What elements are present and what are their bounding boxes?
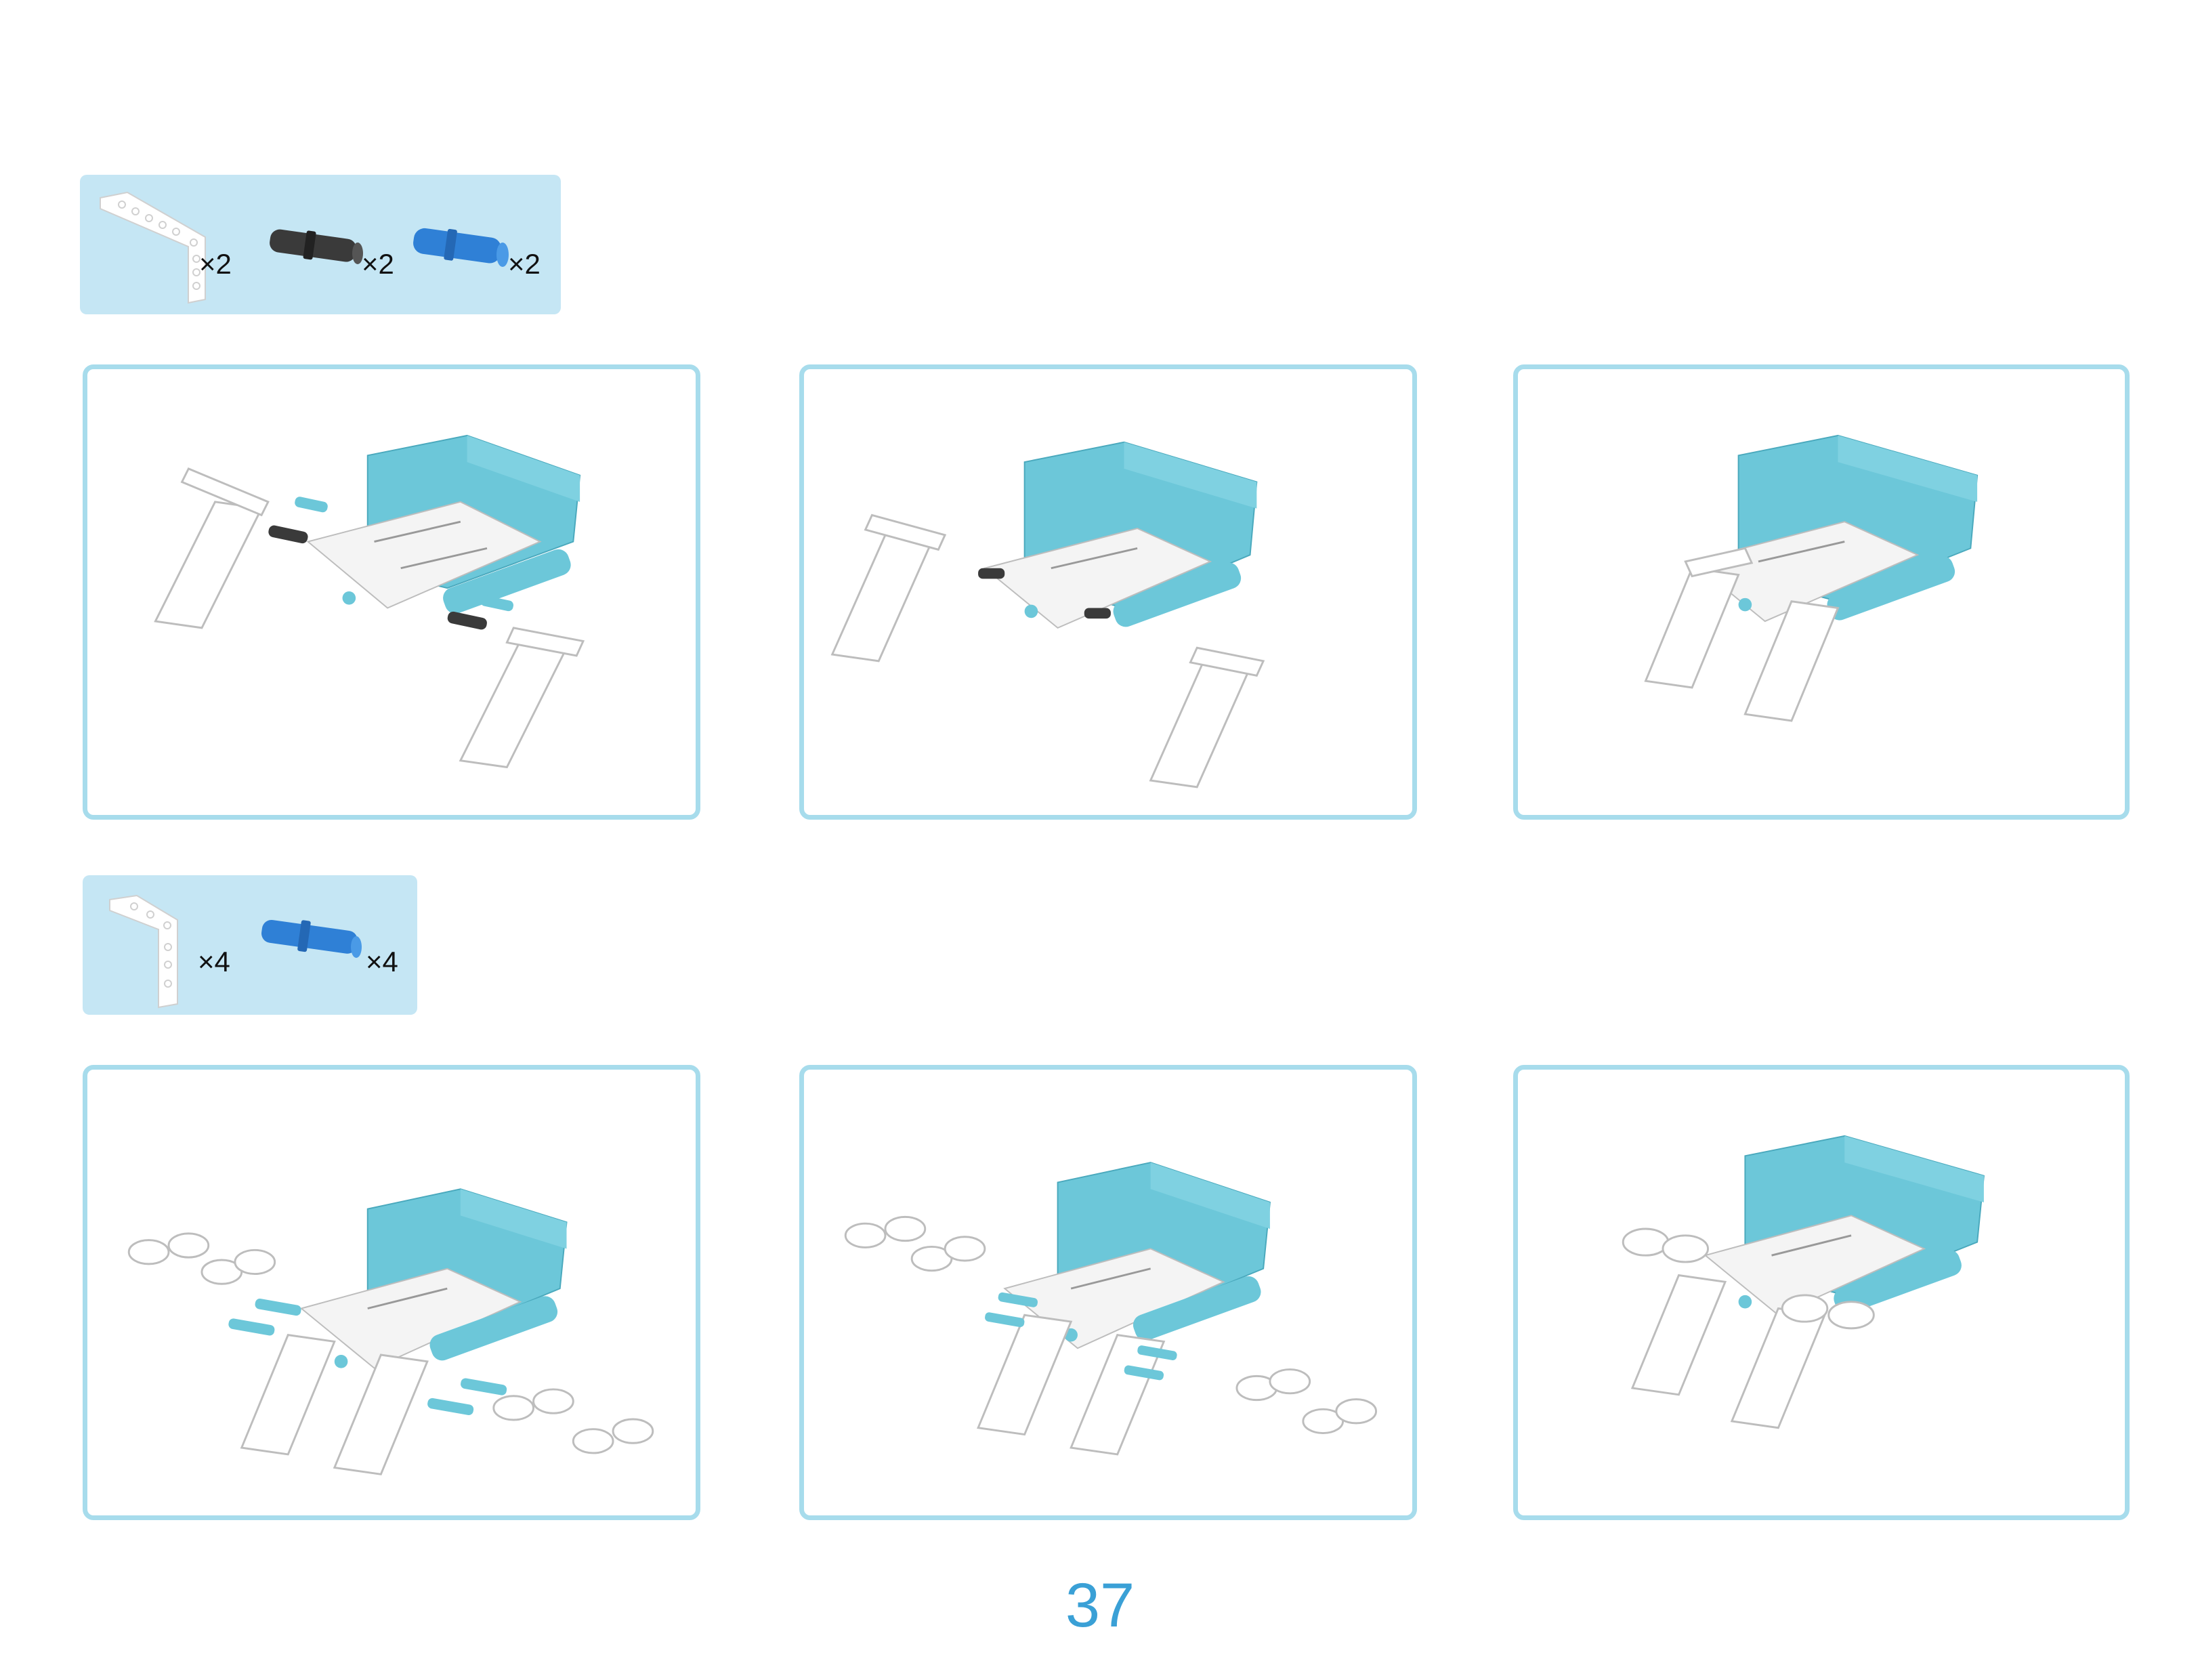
parts-list-1: ×2 ×2 ×2 [80,175,561,314]
step-frame-6 [1513,1065,2130,1520]
assembly-illustration [844,1162,1378,1456]
assembly-illustration [154,434,585,769]
blue-long-pin-icon [261,919,362,958]
qty-label: ×4 [366,946,398,978]
step-frame-3 [1513,364,2130,820]
black-friction-pin-icon [270,229,363,264]
qty-label: ×4 [198,946,230,978]
step-frame-4 [83,1065,700,1520]
qty-label: ×2 [508,248,541,280]
parts-list-2: ×4 ×4 [83,875,417,1015]
step-frame-5 [799,1065,1417,1520]
assembly-illustration [1622,1135,1985,1429]
step-frame-2 [799,364,1417,820]
qty-label: ×2 [199,248,232,280]
assembly-illustration [1644,434,1979,722]
blue-axle-pin-icon [413,228,509,267]
white-angled-beam-icon [109,894,178,1009]
assembly-illustration [830,441,1265,789]
assembly-illustration [127,1188,654,1475]
qty-label: ×2 [362,248,394,280]
step-frame-1 [83,364,700,820]
white-angled-beam-icon [100,191,206,304]
page-number: 37 [1065,1571,1135,1640]
